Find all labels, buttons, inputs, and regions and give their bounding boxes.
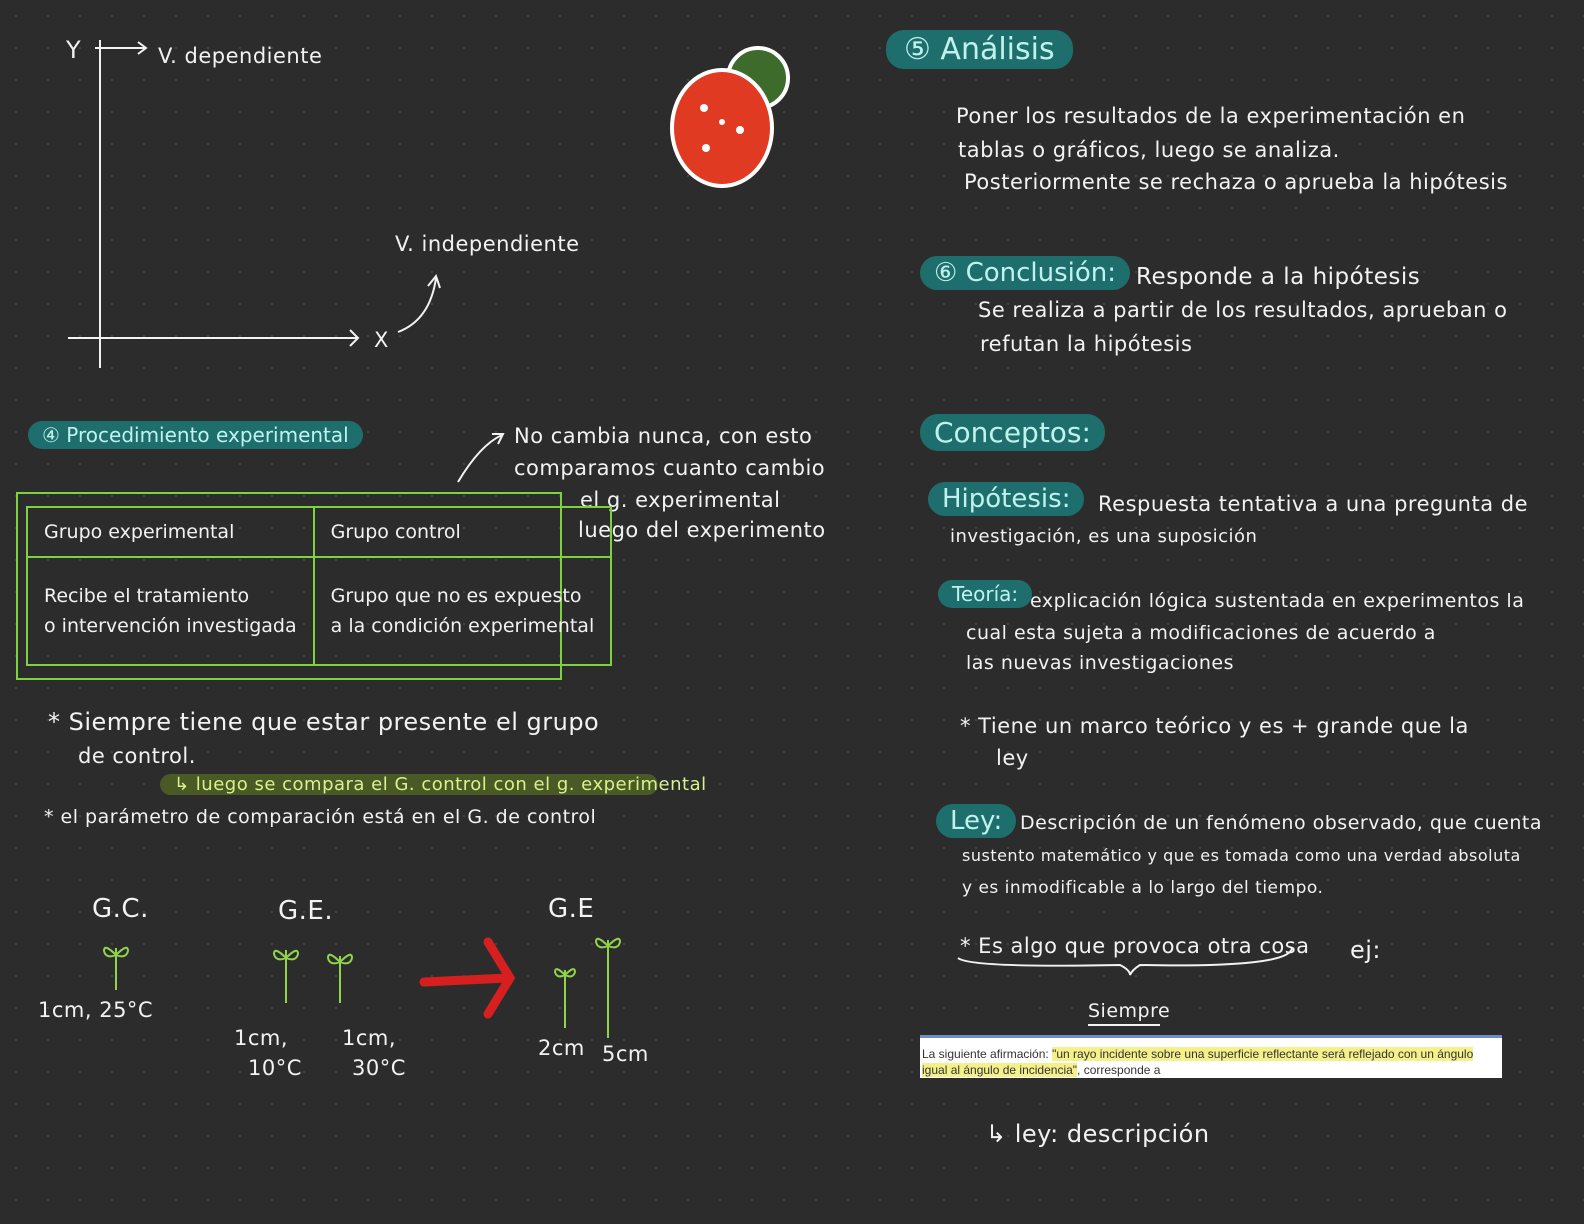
y-label: Y	[66, 36, 82, 64]
conclusion-line: refutan la hipótesis	[980, 332, 1193, 356]
note-line: comparamos cuanto cambio	[514, 456, 826, 480]
theory-line: las nuevas investigaciones	[966, 652, 1235, 674]
analysis-line: Poner los resultados de la experimentaci…	[956, 104, 1466, 128]
table-header: Grupo control	[312, 506, 613, 558]
arrow-to-independent	[397, 277, 437, 333]
strawberry-sticker	[670, 46, 790, 188]
red-arrow-icon	[419, 937, 516, 1019]
conclusion-line: Se realiza a partir de los resultados, a…	[978, 298, 1508, 322]
note-line: luego del experimento	[578, 518, 826, 542]
analysis-line: tablas o gráficos, luego se analiza.	[958, 138, 1340, 162]
ge2-value: 5cm	[602, 1042, 649, 1066]
law-line: y es inmodificable a lo largo del tiempo…	[962, 878, 1324, 898]
example-suffix: , corresponde a	[1077, 1063, 1161, 1077]
ge2-label: G.E	[548, 894, 595, 924]
cell-line: Grupo que no es expuesto	[330, 585, 582, 607]
example-quote: "un rayo incidente sobre una superficie …	[1052, 1047, 1474, 1061]
seedlings	[102, 937, 622, 1038]
x-label: X	[374, 328, 389, 352]
example-screenshot: La siguiente afirmación: "un rayo incide…	[920, 1035, 1502, 1078]
theory-note: ley	[996, 746, 1029, 770]
highlighted-note: ↳ luego se compara el G. control con el …	[160, 774, 706, 795]
analysis-line: Posteriormente se rechaza o aprueba la h…	[964, 170, 1508, 194]
procedure-title: ④ Procedimiento experimental	[28, 421, 363, 449]
theory-note: * Tiene un marco teórico y es + grande q…	[960, 714, 1469, 738]
note-line: el g. experimental	[580, 488, 781, 512]
theory-label: Teoría:	[938, 580, 1033, 608]
brace	[957, 947, 1293, 976]
arrow-to-control-note	[457, 434, 503, 483]
note: * Siempre tiene que estar presente el gr…	[48, 708, 600, 736]
note: * el parámetro de comparación está en el…	[44, 806, 597, 828]
ge2-value: 2cm	[538, 1036, 585, 1060]
theory-line: explicación lógica sustentada en experim…	[1030, 590, 1525, 612]
hypothesis-line: Respuesta tentativa a una pregunta de	[1098, 492, 1528, 516]
ge-value: 1cm,	[342, 1026, 397, 1050]
ge-value: 10°C	[248, 1056, 302, 1080]
theory-line: cual esta sujeta a modificaciones de acu…	[966, 622, 1436, 644]
example-quote: igual al ángulo de incidencia"	[922, 1063, 1078, 1077]
note: de control.	[78, 744, 196, 768]
table-cell: Grupo que no es expuesto a la condición e…	[312, 556, 613, 666]
analysis-title: ⑤ Análisis	[886, 30, 1073, 69]
table-header: Grupo experimental	[26, 506, 315, 558]
always-label: Siempre	[1088, 1000, 1171, 1022]
gc-value: 1cm, 25°C	[38, 998, 154, 1022]
law-note: * Es algo que provoca otra cosa	[960, 934, 1310, 958]
conclusion-lead: Responde a la hipótesis	[1136, 264, 1421, 290]
example-prefix: La siguiente afirmación:	[922, 1047, 1053, 1061]
example-label: ej:	[1350, 936, 1382, 964]
cell-line: o intervención investigada	[44, 615, 297, 637]
concepts-title: Conceptos:	[920, 414, 1105, 451]
law-label: Ley:	[936, 804, 1017, 838]
law-line: Descripción de un fenómeno observado, qu…	[1020, 812, 1542, 834]
ge-value: 1cm,	[234, 1026, 289, 1050]
cell-line: Recibe el tratamiento	[44, 585, 250, 607]
table-cell: Recibe el tratamiento o intervención inve…	[26, 556, 315, 666]
ge-value: 30°C	[352, 1056, 406, 1080]
independent-label: V. independiente	[395, 232, 580, 256]
law-line: sustento matemático y que es tomada como…	[962, 846, 1521, 865]
note-line: No cambia nunca, con esto	[514, 424, 813, 448]
dependent-label: V. dependiente	[158, 44, 323, 68]
ge-label: G.E.	[278, 896, 334, 926]
gc-label: G.C.	[92, 894, 149, 924]
answer: ↳ ley: descripción	[986, 1120, 1210, 1148]
conclusion-title: ⑥ Conclusión:	[920, 256, 1131, 290]
hypothesis-label: Hipótesis:	[928, 482, 1085, 516]
cell-line: a la condición experimental	[330, 615, 595, 637]
hypothesis-line: investigación, es una suposición	[950, 526, 1258, 547]
